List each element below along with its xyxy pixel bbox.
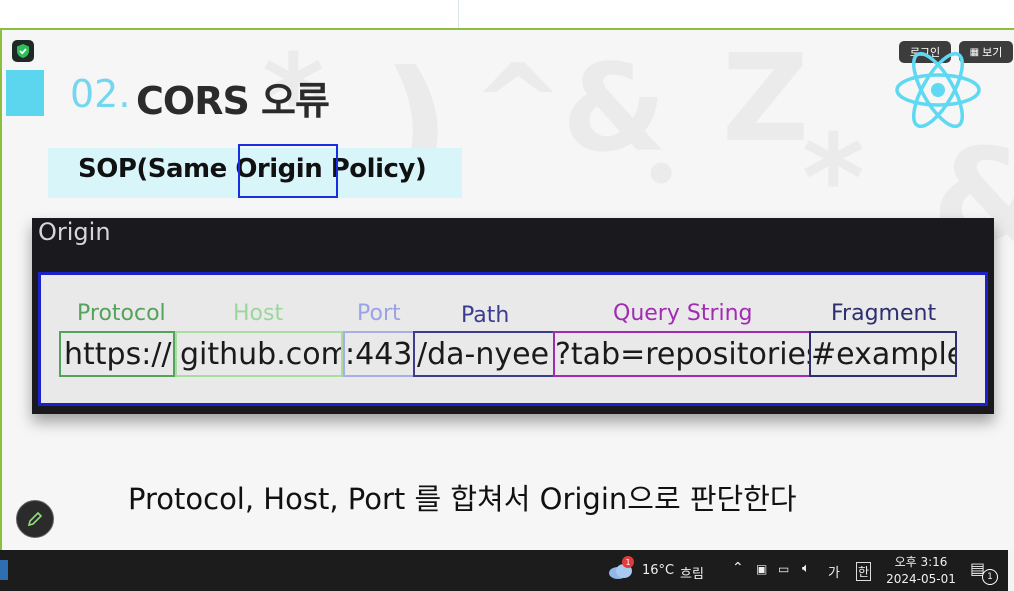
top-border-line — [0, 28, 1014, 30]
notification-count-badge: 1 — [982, 569, 998, 585]
url-segment: /da-nyee — [413, 331, 555, 377]
clock-date: 2024-05-01 — [886, 572, 956, 586]
clock-time: 오후 3:16 — [894, 555, 948, 569]
windows-taskbar: 1 16°C 흐림 ⌃ ▣ ▭ 🔈︎ 가 한 오후 3:16 2024-05-0… — [0, 550, 1014, 591]
presentation-slide: * ) ^ & Z * • & 02. CORS 오류 로그인 ▦ 보기 SOP… — [0, 30, 1014, 550]
url-segment: https:// — [59, 331, 175, 377]
notification-center-button[interactable]: ▤ 1 — [970, 559, 998, 585]
network-icon[interactable]: ▭ — [778, 562, 790, 576]
slide-caption: Protocol, Host, Port 를 합쳐서 Origin으로 판단한다 — [128, 482, 797, 516]
top-divider — [458, 0, 459, 28]
notification-icon: ▤ — [970, 559, 986, 578]
top-window-strip — [0, 0, 1014, 30]
url-part-label: Path — [461, 303, 510, 328]
url-breakdown-panel: Protocol Host Port Path Query String Fra… — [38, 272, 988, 406]
sop-heading-background — [48, 148, 462, 198]
url-segment: #example — [809, 331, 957, 377]
weather-alert-badge: 1 — [622, 556, 634, 568]
url-segment: :443 — [343, 331, 415, 377]
sop-heading: SOP(Same Origin Policy) — [78, 154, 427, 184]
taskbar-left-icon[interactable] — [0, 560, 8, 580]
sop-heading-part: Policy) — [322, 154, 427, 184]
chevron-up-icon[interactable]: ⌃ — [732, 560, 744, 576]
url-part-label: Host — [233, 301, 284, 326]
show-desktop-button[interactable] — [1008, 550, 1014, 591]
url-part-label: Query String — [613, 301, 753, 326]
sop-heading-origin: Origin — [235, 154, 323, 184]
grid-icon: ▦ — [969, 46, 980, 58]
weather-temperature: 16°C — [642, 563, 675, 578]
sop-heading-part: SOP(Same — [78, 154, 236, 184]
react-logo-icon — [895, 51, 981, 129]
url-segment: github.com — [175, 331, 343, 377]
diagram-title: Origin — [38, 218, 111, 246]
shield-icon[interactable] — [12, 40, 34, 62]
ime-language-indicator[interactable]: 가 — [828, 566, 840, 581]
url-part-label: Protocol — [77, 301, 166, 326]
view-label: 보기 — [982, 46, 1003, 59]
pen-tool-button[interactable] — [16, 500, 54, 538]
origin-diagram: Origin Protocol Host Port Path Query Str… — [32, 218, 994, 414]
url-part-label: Port — [357, 301, 401, 326]
pencil-icon — [27, 511, 43, 527]
background-decoration: Z — [722, 30, 810, 169]
background-decoration: & — [562, 40, 667, 179]
title-accent-bar — [6, 70, 44, 116]
slide-title: CORS 오류 — [136, 79, 330, 123]
camera-icon[interactable]: ▣ — [756, 562, 768, 576]
speaker-icon[interactable]: 🔈︎ — [802, 561, 810, 576]
ime-mode-indicator[interactable]: 한 — [856, 562, 872, 581]
slide-section-number: 02. — [70, 72, 131, 116]
view-button[interactable]: ▦ 보기 — [959, 41, 1013, 63]
url-segment: ?tab=repositories — [553, 331, 811, 377]
url-part-label: Fragment — [831, 301, 937, 326]
weather-description: 흐림 — [680, 567, 704, 582]
background-decoration: ^ — [472, 40, 565, 168]
background-decoration: • — [642, 140, 681, 210]
weather-widget[interactable]: 1 16°C 흐림 — [608, 556, 712, 584]
clock[interactable]: 오후 3:16 2024-05-01 — [886, 553, 956, 586]
origin-highlight-box — [238, 144, 338, 198]
